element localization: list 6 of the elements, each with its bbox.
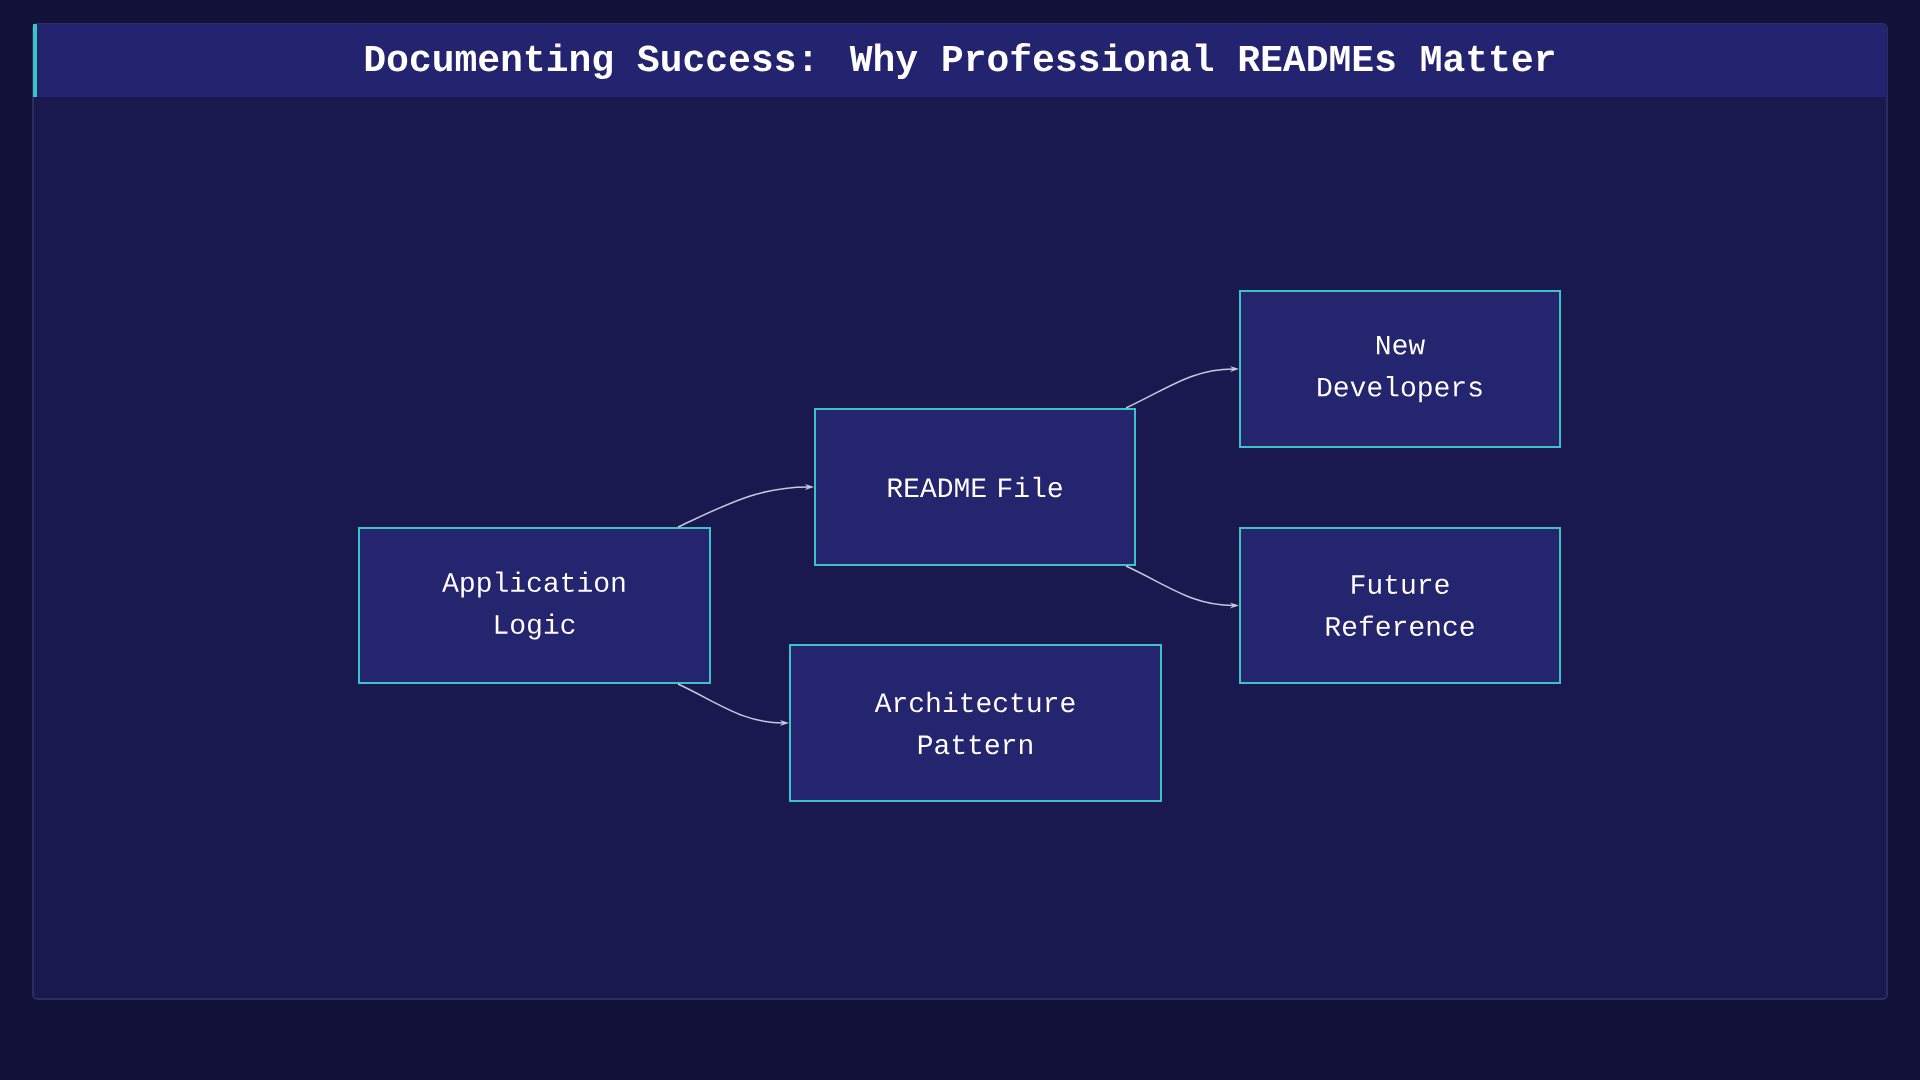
process-box: Future Reference (1239, 527, 1561, 684)
process-box: Architecture Pattern (789, 644, 1162, 802)
process-box: Application Logic (358, 527, 711, 684)
title-bar: Documenting Success: Why Professional READMEs Matter (33, 24, 1887, 97)
process-box: README File (814, 408, 1136, 566)
process-box: New Developers (1239, 290, 1561, 448)
